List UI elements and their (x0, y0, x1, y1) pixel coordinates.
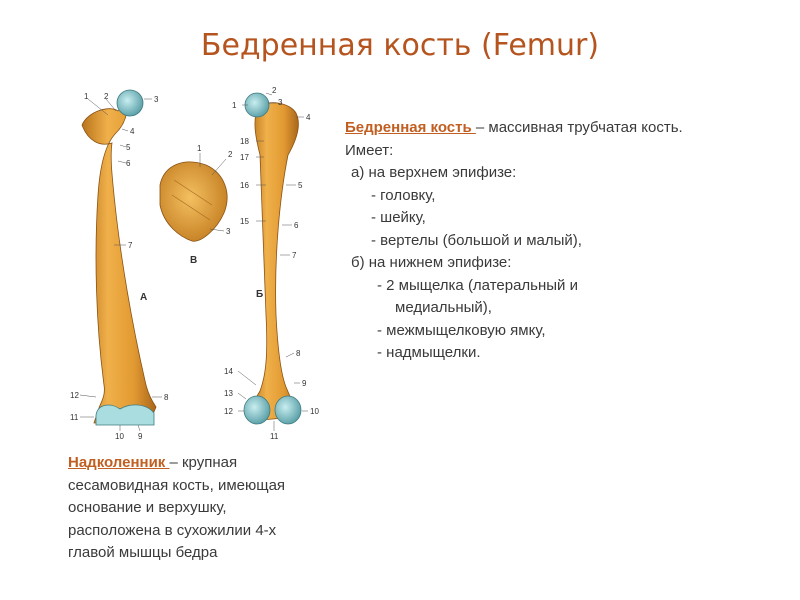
patella-line-1: сесамовидная кость, имеющая (68, 476, 286, 494)
label-v-2: 2 (228, 150, 233, 159)
view-label-v: В (190, 255, 197, 266)
medial-condyle-b (243, 395, 271, 425)
label-a-12: 12 (70, 391, 79, 400)
label-a-6: 6 (126, 159, 131, 168)
has-label: Имеет: (345, 141, 394, 159)
label-a-9: 9 (138, 432, 143, 441)
femur-view-a (81, 89, 157, 426)
label-a-2: 2 (104, 92, 109, 101)
patella-view-v (159, 161, 228, 242)
patella-line-4: главой мышцы бедра (68, 544, 218, 561)
label-a-7: 7 (128, 241, 133, 250)
slide-title: Бедренная кость (Femur) (200, 28, 600, 63)
lower-epiphysis-heading: б) на нижнем эпифизе: (351, 254, 512, 271)
femur-head-a (116, 89, 144, 117)
femur-definition: – массивная трубчатая кость. (475, 119, 683, 136)
label-b-15: 15 (240, 217, 249, 226)
label-a-3: 3 (154, 95, 159, 104)
label-b-9: 9 (302, 379, 307, 388)
label-b-16: 16 (240, 181, 249, 190)
upper-epiphysis-heading: а) на верхнем эпифизе: (351, 164, 517, 181)
patella-definition: – крупная (169, 454, 238, 471)
label-a-11: 11 (70, 413, 79, 422)
label-b-3: 3 (278, 98, 283, 107)
lower-item-epicondyles: - надмыщелки. (377, 344, 481, 361)
patella-term: Надколенник (68, 454, 170, 471)
upper-item-trochanters: - вертелы (большой и малый), (371, 231, 582, 249)
label-v-3: 3 (226, 227, 231, 236)
label-a-8: 8 (164, 393, 169, 402)
leader-lines (79, 92, 308, 432)
label-b-12: 12 (224, 407, 233, 416)
label-a-5: 5 (126, 143, 131, 152)
patella-definition-line: Надколенник – крупная (68, 452, 368, 475)
label-b-7: 7 (292, 251, 297, 260)
label-v-1: 1 (197, 144, 202, 153)
view-label-b: Б (256, 289, 263, 300)
label-b-13: 13 (224, 389, 233, 398)
femur-definition-line: Бедренная кость – массивная трубчатая ко… (345, 117, 795, 140)
femur-description: Бедренная кость – массивная трубчатая ко… (345, 117, 795, 365)
femur-illustration: 1 2 3 4 5 6 7 12 11 10 9 8 А 1 2 3 В 1 2… (60, 85, 350, 445)
lower-item-condyles: - 2 мыщелка (латеральный и (377, 276, 578, 294)
femur-head-b (244, 92, 270, 118)
label-b-2: 2 (272, 86, 277, 95)
condyles-a (95, 404, 155, 426)
patella-line-2: основание и верхушку, (68, 499, 227, 516)
lower-item-condyles-cont: медиальный), (395, 299, 492, 316)
femur-term: Бедренная кость (345, 119, 476, 136)
lateral-condyle-b (274, 395, 302, 425)
lower-item-fossa: - межмыщелковую ямку, (377, 321, 546, 339)
patella-line-3: расположена в сухожилии 4-х (68, 521, 277, 539)
label-a-4: 4 (130, 127, 135, 136)
label-b-17: 17 (240, 153, 249, 162)
femur-diagram: 1 2 3 4 5 6 7 12 11 10 9 8 А 1 2 3 В 1 2… (70, 86, 319, 441)
label-b-8: 8 (296, 349, 301, 358)
label-b-4: 4 (306, 113, 311, 122)
label-b-6: 6 (294, 221, 299, 230)
upper-item-neck: - шейку, (371, 209, 426, 226)
view-label-a: А (140, 292, 147, 303)
label-b-11: 11 (270, 432, 279, 441)
upper-item-head: - головку, (371, 186, 436, 204)
label-b-10: 10 (310, 407, 319, 416)
patella-description: Надколенник – крупная сесамовидная кость… (68, 452, 368, 565)
label-b-5: 5 (298, 181, 303, 190)
label-a-10: 10 (115, 432, 124, 441)
label-a-1: 1 (84, 92, 89, 101)
label-b-1: 1 (232, 101, 237, 110)
label-b-14: 14 (224, 367, 233, 376)
femur-view-b (243, 92, 302, 425)
label-b-18: 18 (240, 137, 249, 146)
